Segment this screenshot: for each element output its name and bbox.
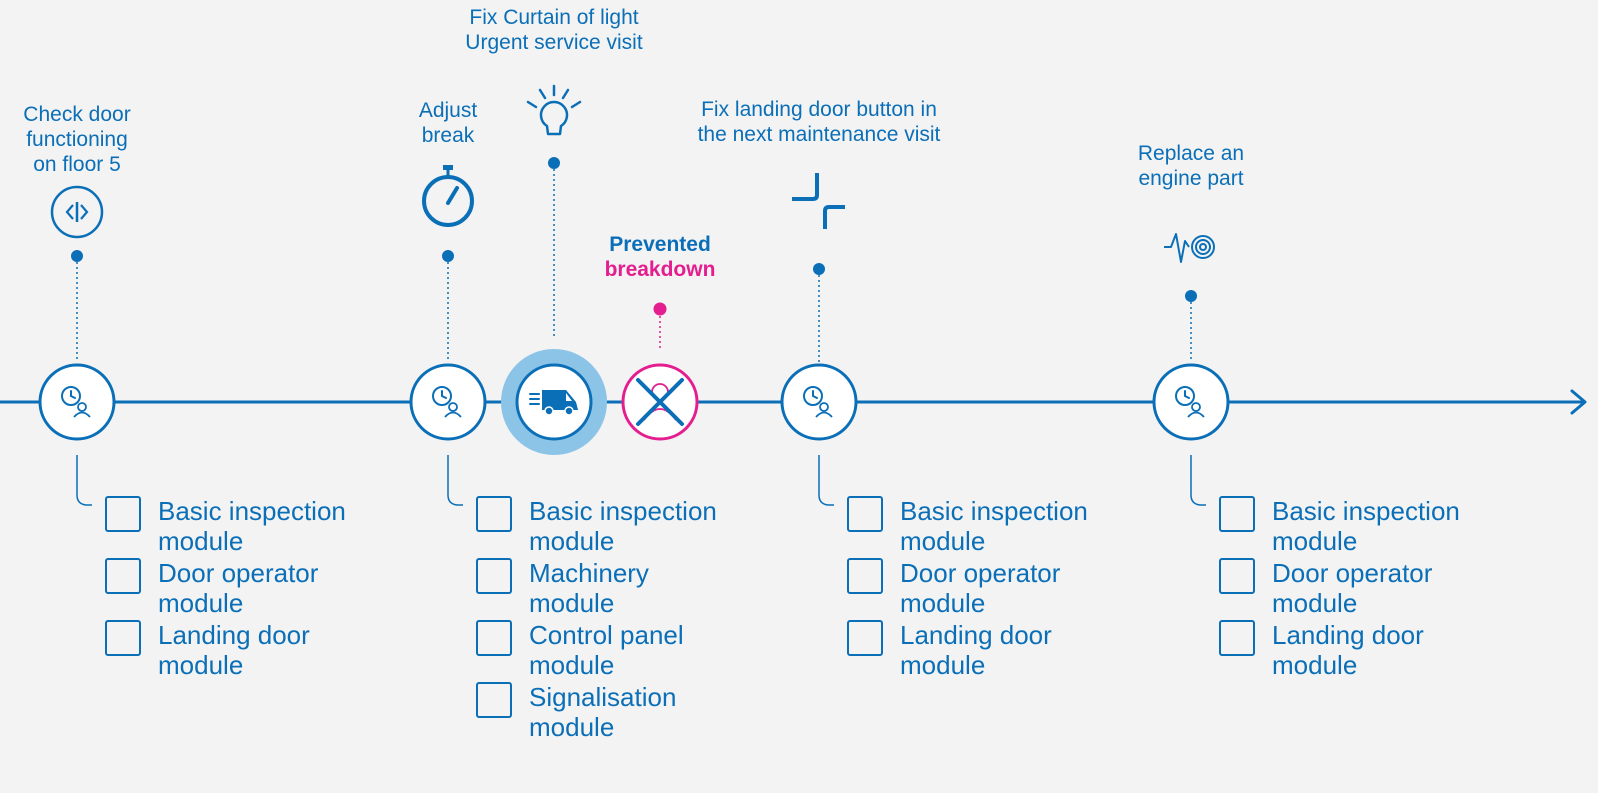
door-sensor-icon xyxy=(50,185,104,239)
module-checkbox[interactable] xyxy=(476,682,512,718)
urgent-visit-node xyxy=(501,349,607,455)
corner-brackets-icon xyxy=(792,173,845,229)
prevented-line1: Prevented xyxy=(609,233,711,256)
milestone-event-label: Replace an engine part xyxy=(1137,142,1245,190)
module-label: Control panel module xyxy=(529,620,684,680)
urgent-event-label: Fix Curtain of light Urgent service visi… xyxy=(465,6,643,54)
stopwatch-icon xyxy=(422,165,474,227)
module-checkbox[interactable] xyxy=(105,496,141,532)
clock-person-icon xyxy=(61,386,91,418)
module-label: Basic inspection module xyxy=(529,496,717,556)
timeline-arrow-icon xyxy=(1570,389,1587,415)
module-checkbox[interactable] xyxy=(476,558,512,594)
module-label: Machinery module xyxy=(529,558,649,618)
clock-person-icon xyxy=(803,386,833,418)
module-checkbox[interactable] xyxy=(1219,620,1255,656)
module-label: Landing door module xyxy=(900,620,1052,680)
milestone-event-label: Check door functioning on floor 5 xyxy=(23,103,131,176)
milestone-event-label: Fix landing door button in the next main… xyxy=(697,98,941,146)
module-checkbox[interactable] xyxy=(847,496,883,532)
maintenance-visit-node xyxy=(409,363,487,441)
module-label: Landing door module xyxy=(158,620,310,680)
module-label: Landing door module xyxy=(1272,620,1424,680)
maintenance-visit-node xyxy=(38,363,116,441)
module-label: Basic inspection module xyxy=(1272,496,1460,556)
connector-dot xyxy=(71,250,83,262)
connector-dot xyxy=(442,250,454,262)
service-van-icon xyxy=(529,390,578,416)
module-label: Door operator module xyxy=(158,558,319,618)
milestone-1-bracket xyxy=(447,455,463,506)
module-label: Basic inspection module xyxy=(900,496,1088,556)
module-label: Door operator module xyxy=(1272,558,1433,618)
milestone-2-bracket xyxy=(818,455,834,506)
prevented-line2: breakdown xyxy=(604,258,716,281)
module-label: Signalisation module xyxy=(529,682,677,742)
milestone-event-label: Adjust break xyxy=(418,99,478,147)
module-checkbox[interactable] xyxy=(105,620,141,656)
module-checkbox[interactable] xyxy=(1219,496,1255,532)
maintenance-visit-node xyxy=(780,363,858,441)
light-bulb-icon xyxy=(526,84,582,136)
connector-dot xyxy=(548,157,560,169)
connector-dot xyxy=(1185,290,1197,302)
module-checkbox[interactable] xyxy=(847,620,883,656)
milestone-0-bracket xyxy=(76,455,92,506)
maintenance-visit-node xyxy=(1152,363,1230,441)
module-label: Door operator module xyxy=(900,558,1061,618)
vibration-signal-icon xyxy=(1164,233,1215,263)
connector-dot xyxy=(813,263,825,275)
prevented-breakdown-node xyxy=(621,363,699,441)
connector-dot xyxy=(653,302,667,316)
module-checkbox[interactable] xyxy=(476,620,512,656)
module-checkbox[interactable] xyxy=(847,558,883,594)
crossed-person-icon xyxy=(636,378,684,426)
module-checkbox[interactable] xyxy=(1219,558,1255,594)
module-checkbox[interactable] xyxy=(105,558,141,594)
clock-person-icon xyxy=(1175,386,1205,418)
clock-person-icon xyxy=(432,386,462,418)
module-checkbox[interactable] xyxy=(476,496,512,532)
milestone-3-bracket xyxy=(1190,455,1206,506)
module-label: Basic inspection module xyxy=(158,496,346,556)
